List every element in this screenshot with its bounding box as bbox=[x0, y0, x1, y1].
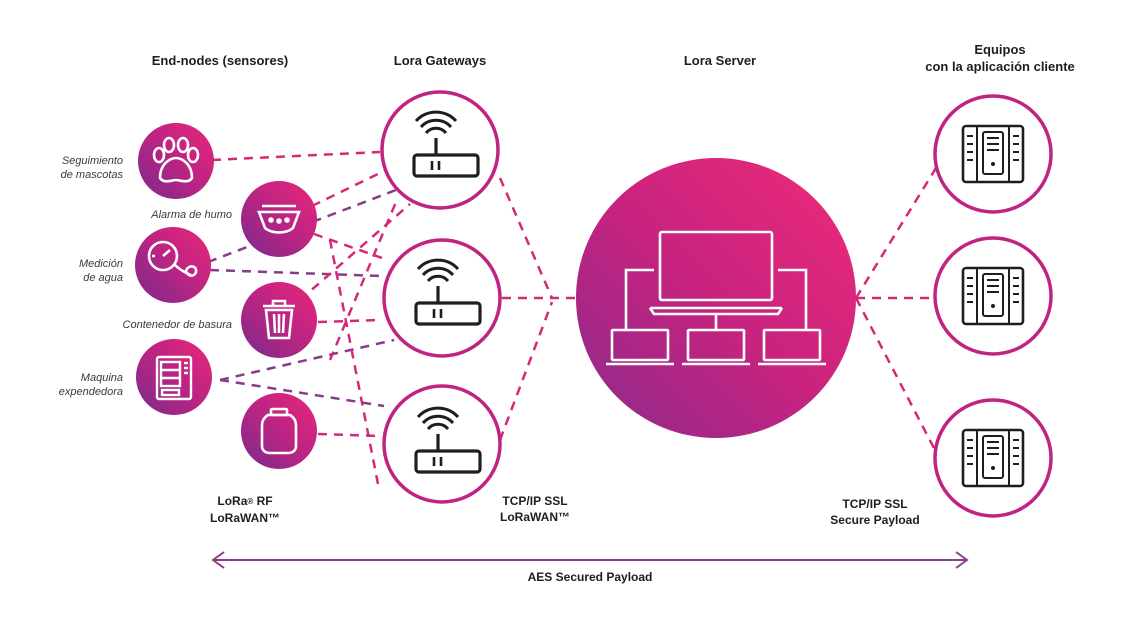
label-pets-line2: de mascotas bbox=[60, 169, 123, 181]
link-vending-gw2 bbox=[219, 338, 395, 382]
label-rf-protocol: LoRa® RF LoRaWAN™ bbox=[180, 493, 310, 526]
label-pets: Seguimiento de mascotas bbox=[20, 154, 123, 182]
label-srv-line1: TCP/IP SSL bbox=[842, 497, 908, 511]
smoke-detector-icon bbox=[257, 204, 301, 234]
gateway-3 bbox=[382, 384, 502, 504]
end-node-water-meter bbox=[135, 227, 211, 303]
link-gw3-server bbox=[498, 301, 554, 441]
paw-icon bbox=[152, 136, 200, 183]
client-server-1 bbox=[933, 94, 1053, 214]
link-gw1-server bbox=[498, 177, 554, 299]
label-trash: Contenedor de basura bbox=[122, 319, 232, 331]
vending-machine-icon bbox=[155, 355, 193, 401]
aes-label: AES Secured Payload bbox=[527, 570, 653, 584]
heading-end-nodes: End-nodes (sensores) bbox=[151, 53, 289, 68]
client-server-3 bbox=[933, 398, 1053, 518]
link-server-client3 bbox=[854, 297, 938, 453]
link-smoke-gw1 bbox=[311, 168, 387, 208]
link-trash-gw1 bbox=[299, 203, 411, 301]
link-smoke-gw2 bbox=[313, 232, 383, 260]
computers-network-icon bbox=[606, 230, 826, 366]
water-meter-icon bbox=[147, 240, 198, 278]
link-tank-gw3 bbox=[317, 432, 381, 438]
label-srv-protocol: TCP/IP SSL Secure Payload bbox=[810, 496, 940, 528]
label-vending: Maquina expendedora bbox=[20, 371, 123, 399]
heading-clients-line2: con la aplicación cliente bbox=[925, 59, 1075, 74]
label-water: Medición de agua bbox=[20, 257, 123, 285]
label-rf-line2: LoRaWAN™ bbox=[210, 510, 280, 525]
gateway-2 bbox=[382, 238, 502, 358]
heading-gateways: Lora Gateways bbox=[393, 53, 487, 68]
link-server-client1 bbox=[854, 167, 938, 299]
end-node-tank bbox=[241, 393, 317, 469]
connections bbox=[207, 150, 938, 485]
label-srv-line2: Secure Payload bbox=[830, 513, 920, 527]
client-server-2 bbox=[933, 236, 1053, 356]
heading-server: Lora Server bbox=[683, 53, 757, 68]
label-water-line1: Medición bbox=[78, 258, 123, 270]
label-rf-line1: LoRa® RF bbox=[217, 494, 273, 508]
label-pets-line1: Seguimiento bbox=[61, 155, 123, 167]
end-node-pets bbox=[138, 123, 214, 199]
gateway-1 bbox=[380, 90, 500, 210]
link-water-gw2 bbox=[209, 268, 383, 278]
lora-server bbox=[576, 158, 856, 438]
link-gw2-gw3-cross bbox=[328, 201, 398, 361]
label-gw-protocol: TCP/IP SSL LoRaWAN™ bbox=[470, 493, 600, 525]
end-node-trash bbox=[241, 282, 317, 358]
label-smoke: Alarma de humo bbox=[151, 209, 232, 221]
label-gw-line1: TCP/IP SSL bbox=[502, 494, 568, 508]
link-trash-gw2 bbox=[317, 318, 381, 324]
label-water-line2: de agua bbox=[83, 272, 123, 284]
label-gw-line2: LoRaWAN™ bbox=[500, 510, 570, 524]
label-vending-line2: expendedora bbox=[58, 386, 123, 398]
heading-clients-line1: Equipos bbox=[974, 42, 1026, 57]
link-vending-gw3 bbox=[219, 378, 385, 408]
aes-arrow bbox=[211, 551, 969, 569]
end-node-vending bbox=[136, 339, 212, 415]
trash-bin-icon bbox=[263, 299, 295, 340]
label-vending-line1: Maquina bbox=[80, 372, 123, 384]
end-node-smoke-alarm bbox=[241, 181, 317, 257]
gas-tank-icon bbox=[260, 407, 298, 455]
heading-clients: Equipos con la aplicación cliente bbox=[900, 41, 1100, 75]
link-pets-gw1 bbox=[211, 150, 381, 162]
